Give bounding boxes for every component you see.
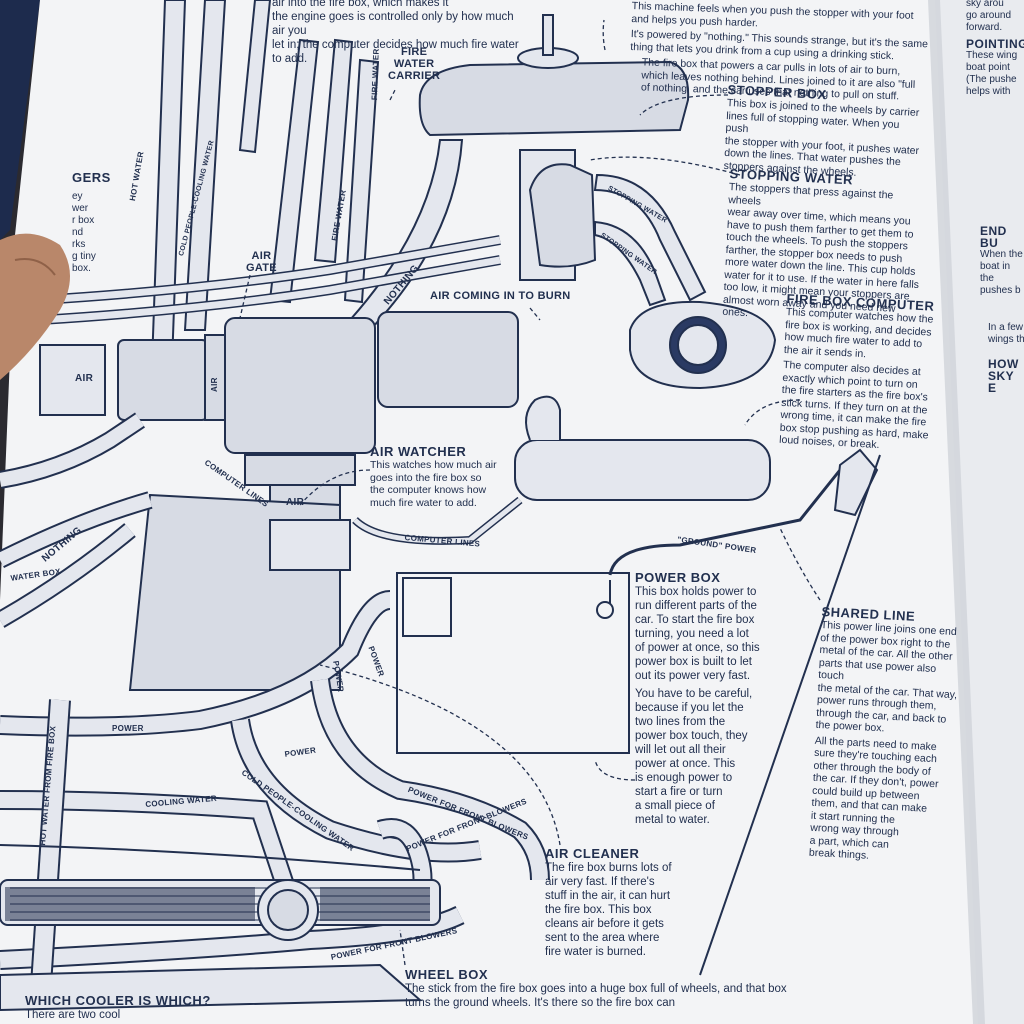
right-line: In a few [988,322,1024,333]
power-box-line: metal to water. [635,814,710,826]
top-left-line2: the engine goes is controlled only by ho… [272,11,514,37]
left-col-line: wer [72,203,89,214]
wheel-box-line: The stick from the fire box goes into a … [405,983,787,995]
air-cleaner-line: the fire box. This box [545,904,652,916]
air-gate-label: AIR GATE [246,250,277,274]
engine-diagram [0,0,881,1012]
finger [0,233,70,380]
wheel-box-title: WHEEL BOX [405,967,488,982]
right-end-text: END BU When the boat in the pushes b [980,225,1024,297]
wheel-box-callout: WHEEL BOX The stick from the fire box go… [405,967,905,1010]
top-left-line1: air into the fire box, which makes it [272,0,449,9]
air-gate-part [117,339,209,421]
air-watcher-title: AIR WATCHER [370,444,467,459]
air-watcher-line: much fire water to add. [370,496,477,509]
air-cleaner-line: air very fast. If there's [545,876,655,888]
air-label: AIR [75,373,94,384]
right-pointing-title: POINTING [966,37,1024,51]
right-sky-title: SKY E [988,369,1014,394]
power-box-line: turning, you need a lot [635,628,749,640]
right-how-title: HOW [988,357,1019,371]
fire-water-label-2: FIRE WATER [370,48,381,101]
power-box-line: power box is built to let [635,656,752,668]
power-box-line: will let out all their [635,744,726,756]
which-cooler-callout: WHICH COOLER IS WHICH? There are two coo… [25,993,245,1022]
left-col-line: g tiny [72,251,96,262]
power-box-line: car. To start the fire box [635,614,755,626]
power-box-title: POWER BOX [635,570,721,585]
air-watcher-part [224,317,376,454]
power-label: POWER [112,724,144,733]
right-line: When the [980,249,1023,260]
air-cleaner-line: sent to the area where [545,932,660,944]
right-line: forward. [966,22,1003,33]
left-col-line: nd [72,227,84,238]
air-coming-label: AIR COMING IN TO BURN [430,290,571,302]
air-watcher-callout: AIR WATCHER This watches how much air go… [370,444,520,509]
right-line: boat point [966,62,1010,73]
left-col-text: GERS ey wer r box nd rks g tiny box. [72,170,132,275]
which-cooler-line: There are two cool [25,1009,121,1021]
air-watcher-line: This watches how much air [370,459,497,471]
main-page [0,0,978,1024]
left-col-line: box. [72,263,91,274]
power-box-line: run different parts of the [635,600,757,612]
power-box-line: out its power very fast. [635,670,751,682]
shared-line-callout: SHARED LINE This power line joins one en… [809,604,962,866]
power-box-line: You have to be careful, [635,688,753,700]
power-box-line: is enough power to [635,772,733,784]
air-cleaner-line: stuff in the air, it can hurt [545,890,671,902]
power-box-line: power box touch, they [635,730,748,742]
power-box-line: power at once. This [635,758,736,770]
power-box-line: of power at once, so this [635,642,760,654]
fire-box-computer-callout: FIRE BOX COMPUTER This computer watches … [779,291,937,454]
right-page [930,0,1024,1024]
left-col-title: GERS [72,170,111,185]
right-line: helps with [966,86,1011,97]
right-line: (The pushe [966,74,1017,85]
right-line: boat in the [980,261,1011,284]
left-col-line: r box [72,215,95,226]
power-box-line: because if you let the [635,702,744,714]
wheel-box-line: turns the ground wheels. It's there so t… [405,997,676,1009]
binding-strip [0,0,40,240]
fire-water-carrier-label: FIRE WATER CARRIER [388,46,441,82]
air-watcher-line: goes into the fire box so [370,471,482,484]
air-label-2: AIR [210,377,219,392]
power-box-callout: POWER BOX This box holds power to run di… [635,570,785,827]
air-cleaner-title: AIR CLEANER [545,846,640,861]
top-left-text: air into the fire box, which makes it th… [272,0,522,66]
power-box-line: a small piece of [635,800,715,812]
air-cleaner-line: fire water is burned. [545,946,646,958]
right-line: wings th [988,334,1024,345]
right-line: pushes b [980,285,1021,296]
air-watcher-line: the computer knows how [370,484,487,496]
right-page-text: sky arou go around forward. POINTING The… [966,0,1024,98]
air-label-3: AIR [286,497,305,508]
right-end-title: END BU [980,225,1007,250]
leader-lines [239,19,821,966]
right-few-text: In a few wings th HOW SKY E [988,322,1024,394]
power-box-line: start a fire or turn [635,786,723,798]
stopper-box-part [418,60,690,137]
power-box-line: This box holds power to [635,586,757,598]
left-col-line: rks [72,239,86,250]
left-col-line: ey [72,191,83,202]
air-cleaner-part [377,311,519,408]
right-line: These wing [966,50,1018,61]
which-cooler-title: WHICH COOLER IS WHICH? [25,993,211,1008]
air-cleaner-line: cleans air before it gets [545,918,664,930]
power-box-line: two lines from the [635,716,726,728]
right-line: sky arou [966,0,1004,9]
air-cleaner-callout: AIR CLEANER The fire box burns lots of a… [545,846,705,959]
top-left-line3: let in; the computer decides how much fi… [272,39,519,65]
air-cleaner-line: The fire box burns lots of [545,862,672,874]
right-line: go around [966,10,1012,21]
